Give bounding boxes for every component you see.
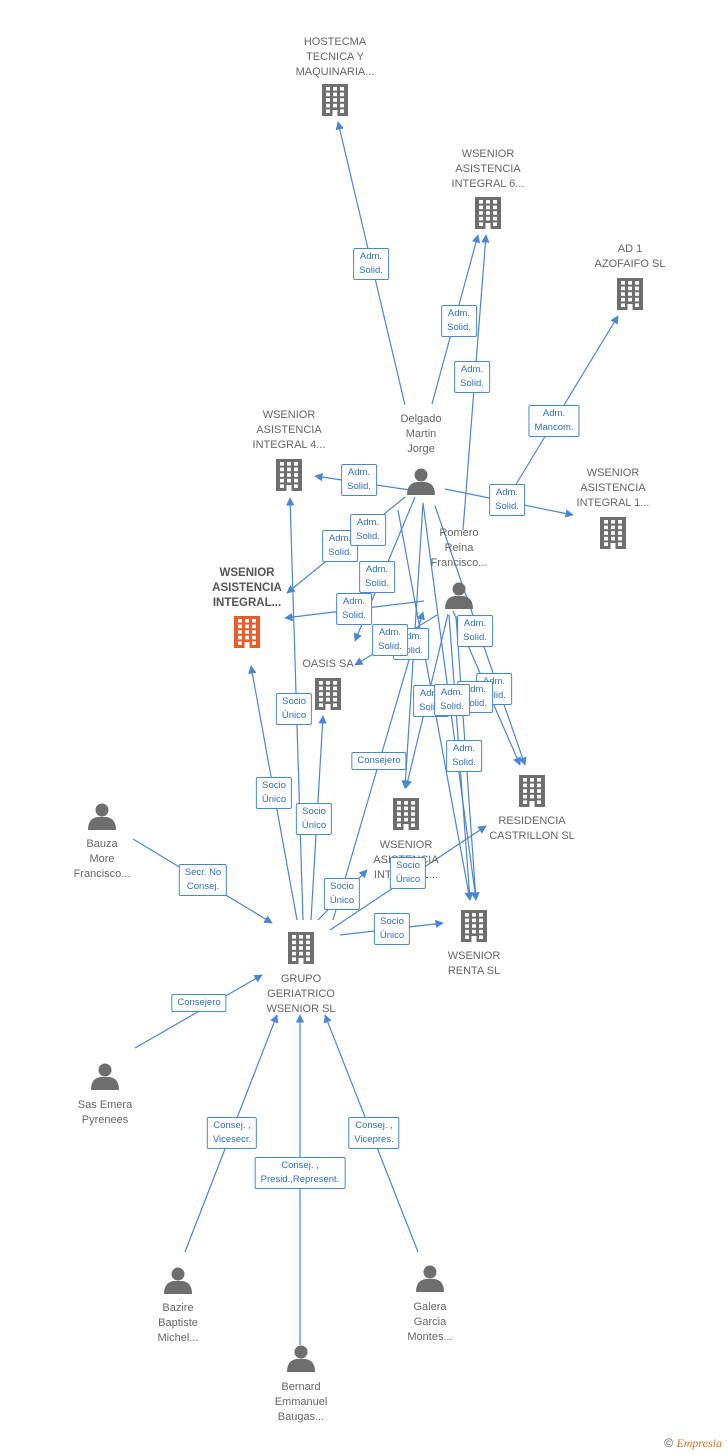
edge-role-label[interactable]: Adm. Solid. xyxy=(441,305,477,337)
node-label-ws4[interactable]: WSENIOR ASISTENCIA INTEGRAL 4... xyxy=(252,409,326,451)
node-label-bauza[interactable]: Bauza More Francisco... xyxy=(73,838,131,880)
person-icon-bauza[interactable] xyxy=(88,803,116,831)
node-label-oasis[interactable]: OASIS SA xyxy=(302,658,354,670)
edge-role-label[interactable]: Socio Único xyxy=(275,693,313,725)
edge-role-label[interactable]: Consej. , Vicesecr. xyxy=(206,1117,258,1149)
edge-role-label[interactable]: Adm. Solid. xyxy=(446,740,482,772)
edge-role-label[interactable]: Consej. , Vicepres. xyxy=(348,1117,400,1149)
node-label-hostecma[interactable]: HOSTECMA TECNICA Y MAQUINARIA... xyxy=(295,36,375,78)
edge-role-label[interactable]: Adm. Solid. xyxy=(434,684,470,716)
node-label-galera[interactable]: Galera Garcia Montes... xyxy=(407,1301,453,1343)
copyright-symbol: © xyxy=(664,1436,674,1450)
person-icon-bazire[interactable] xyxy=(164,1267,192,1295)
person-icon-delgado[interactable] xyxy=(407,468,435,496)
building-icon-wsmid[interactable] xyxy=(393,798,419,830)
edge-role-label[interactable]: Socio Único xyxy=(373,913,411,945)
building-icon-hostecma[interactable] xyxy=(322,84,348,116)
edge-role-label[interactable]: Adm. Solid. xyxy=(336,593,372,625)
node-label-ws1[interactable]: WSENIOR ASISTENCIA INTEGRAL 1... xyxy=(576,467,650,509)
building-icon-wsmain[interactable] xyxy=(234,616,260,648)
edge-role-label[interactable]: Adm. Solid. xyxy=(353,248,389,280)
edge-role-label[interactable]: Socio Único xyxy=(295,803,333,835)
edge-role-label[interactable]: Adm. Solid. xyxy=(350,514,386,546)
edge-role-label[interactable]: Adm. Solid. xyxy=(341,464,377,496)
building-icon-grupo[interactable] xyxy=(288,932,314,964)
person-icon-bernard[interactable] xyxy=(287,1345,315,1373)
edge-role-label[interactable]: Socio Único xyxy=(389,857,427,889)
edge-role-label[interactable]: Consej. , Presid.,Represent. xyxy=(254,1157,346,1189)
building-icon-oasis[interactable] xyxy=(315,678,341,710)
node-label-wsmain[interactable]: WSENIOR ASISTENCIA INTEGRAL... xyxy=(212,567,282,609)
building-icon-ws4[interactable] xyxy=(276,459,302,491)
edge-role-label[interactable]: Adm. Solid. xyxy=(359,561,395,593)
person-icon-galera[interactable] xyxy=(416,1265,444,1293)
node-label-grupo[interactable]: GRUPO GERIATRICO WSENIOR SL xyxy=(266,973,336,1015)
edge-role-label[interactable]: Adm. Solid. xyxy=(454,361,490,393)
person-icon-sas[interactable] xyxy=(91,1063,119,1091)
edge-role-label[interactable]: Socio Único xyxy=(323,878,361,910)
building-icon-ad1[interactable] xyxy=(617,278,643,310)
building-icon-ws6[interactable] xyxy=(475,197,501,229)
building-icon-renta[interactable] xyxy=(461,910,487,942)
edge-role-label[interactable]: Consejero xyxy=(171,994,227,1012)
empresia-logo[interactable]: Empresia xyxy=(676,1436,722,1450)
node-label-ad1[interactable]: AD 1 AZOFAIFO SL xyxy=(594,243,666,270)
node-label-sas[interactable]: Sas Emera Pyrenees xyxy=(77,1099,133,1126)
node-label-residencia[interactable]: RESIDENCIA CASTRILLON SL xyxy=(489,815,575,842)
node-label-ws6[interactable]: WSENIOR ASISTENCIA INTEGRAL 6... xyxy=(451,148,525,190)
edge-role-label[interactable]: Adm. Solid. xyxy=(372,624,408,656)
node-label-romero[interactable]: Romero Reina Francisco... xyxy=(430,527,488,569)
building-icon-residencia[interactable] xyxy=(519,775,545,807)
edge-line xyxy=(514,315,619,487)
node-label-bazire[interactable]: Bazire Baptiste Michel... xyxy=(157,1302,199,1344)
person-icon-romero[interactable] xyxy=(445,582,473,610)
node-label-renta[interactable]: WSENIOR RENTA SL xyxy=(447,950,501,977)
footer-credit: © Empresia xyxy=(664,1436,722,1451)
edge-role-label[interactable]: Consejero xyxy=(351,752,407,770)
node-label-bernard[interactable]: Bernard Emmanuel Baugas... xyxy=(274,1381,328,1423)
building-icon-ws1[interactable] xyxy=(600,517,626,549)
node-label-delgado[interactable]: Delgado Martin Jorge xyxy=(400,413,442,455)
edge-role-label[interactable]: Adm. Mancom. xyxy=(528,405,580,437)
edge-role-label[interactable]: Socio Único xyxy=(255,777,293,809)
edge-role-label[interactable]: Secr. No Consej. xyxy=(178,864,228,896)
edge-role-label[interactable]: Adm. Solid. xyxy=(457,615,493,647)
edge-role-label[interactable]: Adm. Solid. xyxy=(489,484,525,516)
